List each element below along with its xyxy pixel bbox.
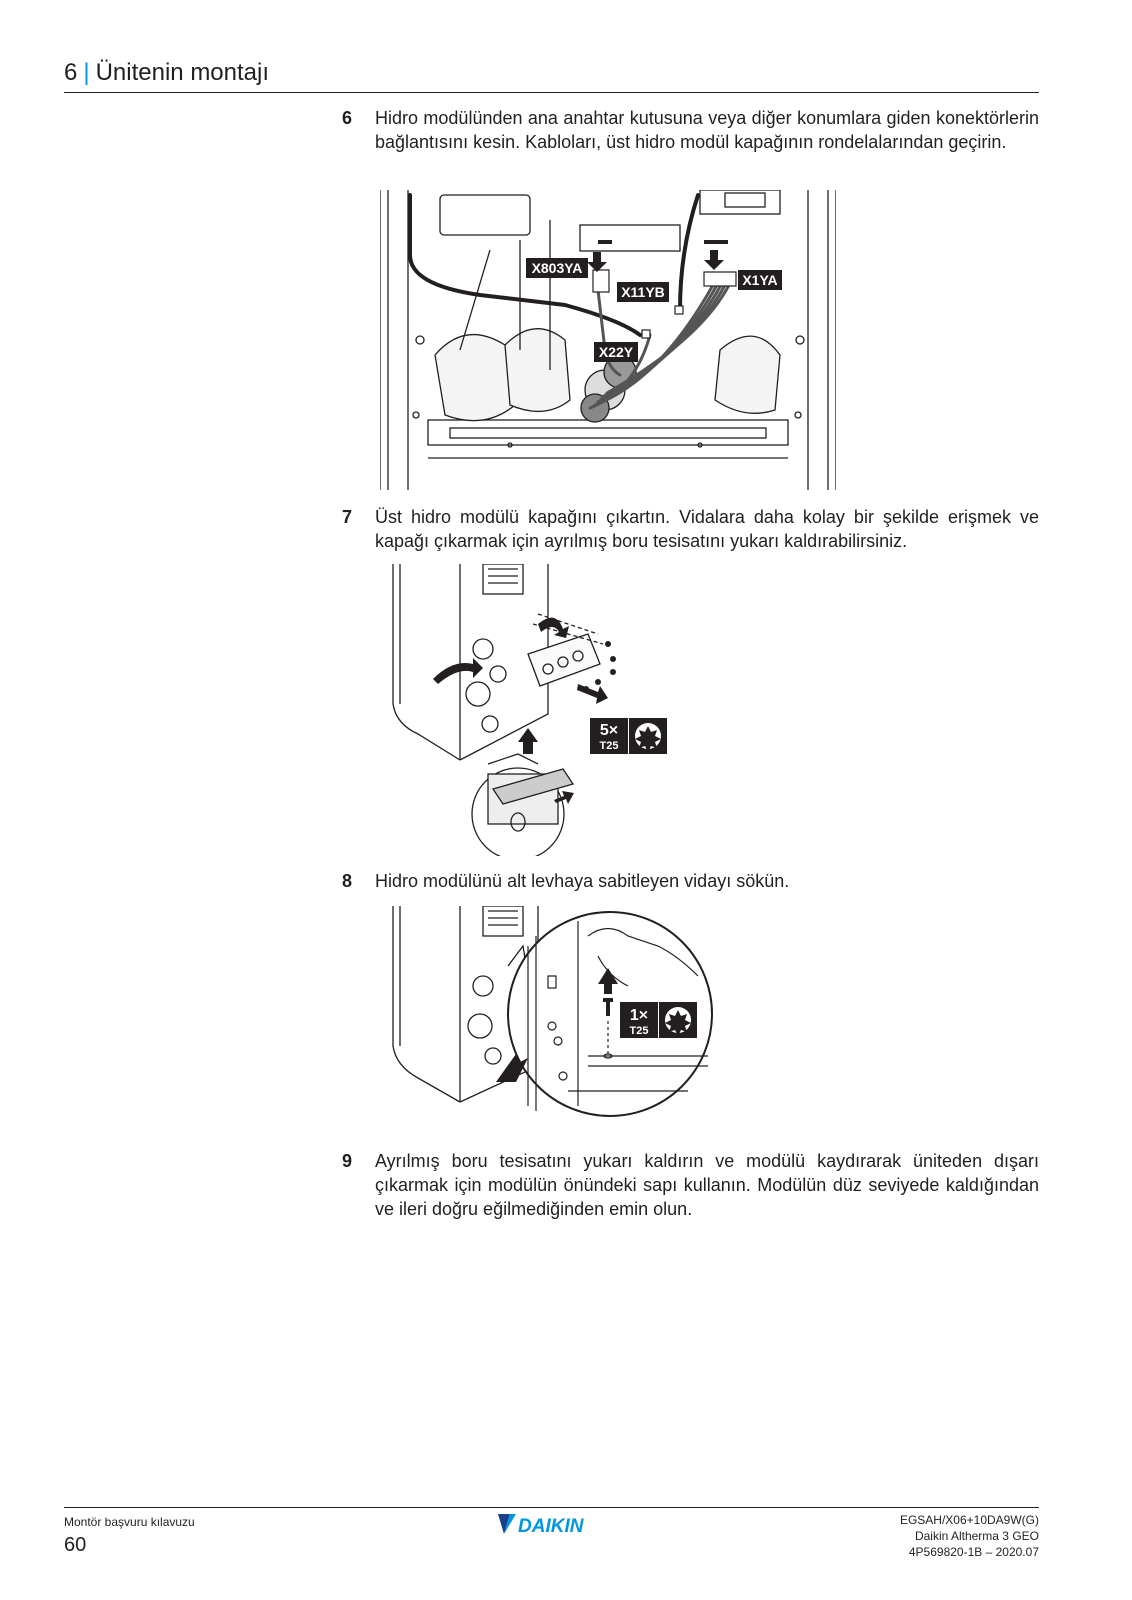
page-number: 60	[64, 1534, 87, 1556]
figure-remove-screw: 1× T25	[388, 906, 718, 1122]
daikin-logo-mark: DAIKIN	[498, 1514, 585, 1537]
svg-text:5×: 5×	[600, 722, 618, 739]
footer-model: EGSAH/X06+10DA9W(G)	[899, 1513, 1039, 1527]
connectors-illustration: X803YA X11YB X1YA X22Y	[380, 190, 836, 490]
step-text: Ayrılmış boru tesisatını yukarı kaldırın…	[375, 1151, 1039, 1219]
torx-bit-icon	[659, 1002, 697, 1038]
screw-count-badge: 1× T25	[620, 1002, 658, 1038]
figure-connectors: X803YA X11YB X1YA X22Y	[380, 190, 836, 490]
remove-screw-illustration: 1× T25	[392, 906, 713, 1117]
footer-doc-type: Montör başvuru kılavuzu	[64, 1515, 195, 1529]
svg-text:X11YB: X11YB	[621, 284, 665, 300]
connector-label-x1ya: X1YA	[738, 270, 782, 290]
step-text: Hidro modülünü alt levhaya sabitleyen vi…	[375, 871, 790, 891]
step-text: Üst hidro modülü kapağını çıkartın. Vida…	[375, 507, 1039, 551]
step-7: 7 Üst hidro modülü kapağını çıkartın. Vi…	[342, 505, 1039, 553]
section-title: Ünitenin montajı	[95, 59, 270, 86]
svg-text:T25: T25	[600, 740, 619, 752]
footer-product-info: EGSAH/X06+10DA9W(G) Daikin Altherma 3 GE…	[900, 1512, 1039, 1560]
step-8: 8 Hidro modülünü alt levhaya sabitleyen …	[342, 869, 1039, 893]
svg-text:1×: 1×	[630, 1007, 648, 1024]
logo-text: DAIKIN	[518, 1516, 585, 1537]
remove-cover-illustration: 5× T25	[392, 564, 667, 856]
footer-product: Daikin Altherma 3 GEO	[914, 1529, 1039, 1543]
connector-label-x22y: X22Y	[594, 342, 638, 362]
connector-label-x11yb: X11YB	[617, 282, 669, 302]
screw-count-badge: 5× T25	[590, 718, 628, 754]
daikin-logo: DAIKIN	[496, 1510, 604, 1543]
header-divider	[64, 92, 1039, 93]
connector-label-x803ya: X803YA	[526, 258, 588, 278]
step-number: 7	[342, 507, 353, 527]
svg-text:X803YA: X803YA	[532, 260, 583, 276]
step-6: 6 Hidro modülünden ana anahtar kutusuna …	[342, 106, 1039, 154]
torx-bit-icon	[629, 718, 667, 754]
step-number: 6	[342, 108, 353, 128]
step-text: Hidro modülünden ana anahtar kutusuna ve…	[375, 108, 1039, 152]
section-number: 6	[64, 59, 78, 86]
svg-text:X1YA: X1YA	[742, 272, 777, 288]
svg-text:X22Y: X22Y	[599, 344, 634, 360]
footer-divider	[64, 1507, 1039, 1508]
figure-remove-cover: 5× T25	[388, 564, 670, 856]
step-9: 9 Ayrılmış boru tesisatını yukarı kaldır…	[342, 1149, 1039, 1221]
step-number: 9	[342, 1151, 353, 1171]
header-separator: |	[83, 59, 90, 86]
page-header: 6|Ünitenin montajı	[64, 58, 1039, 88]
step-number: 8	[342, 871, 353, 891]
svg-text:T25: T25	[630, 1025, 649, 1037]
footer-doc-code: 4P569820-1B – 2020.07	[908, 1545, 1039, 1559]
